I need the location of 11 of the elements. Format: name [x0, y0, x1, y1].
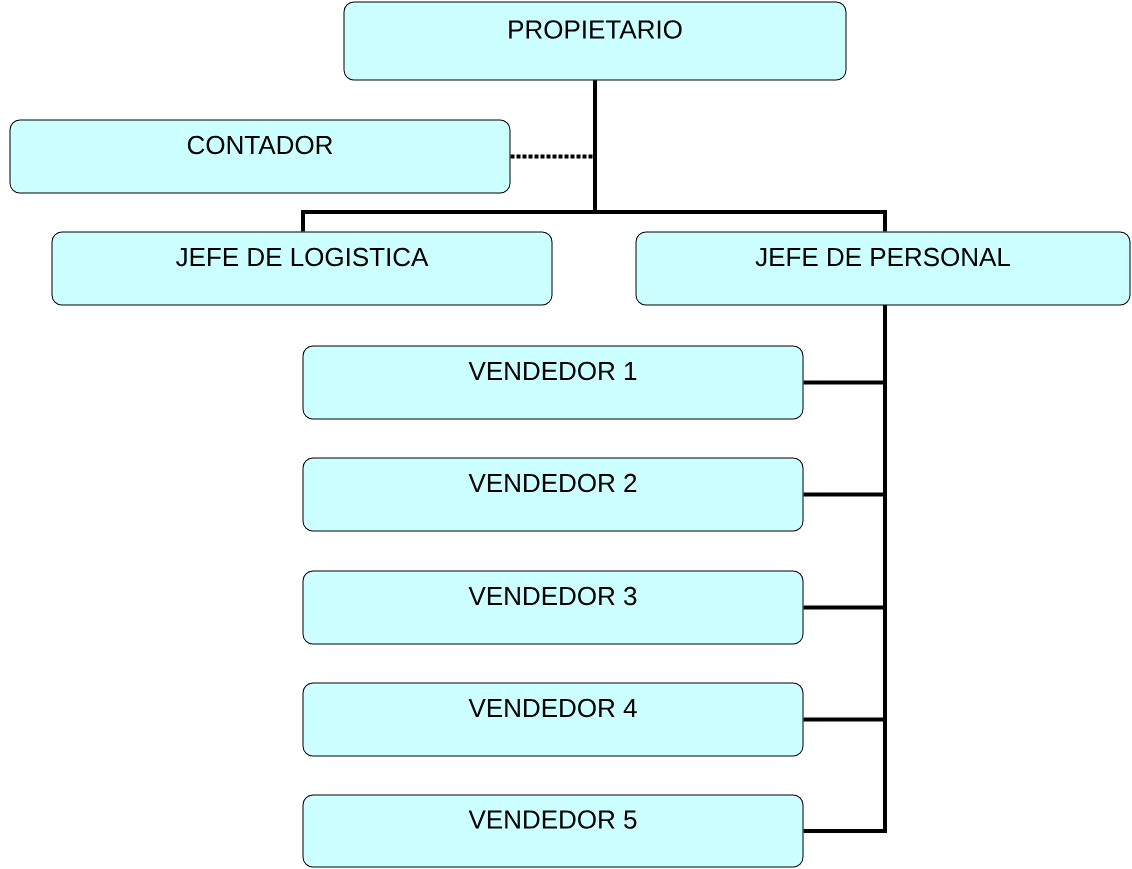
org-box: VENDEDOR 4 — [302, 682, 804, 757]
connector-line — [803, 305, 887, 833]
connector-line — [593, 80, 887, 232]
org-box: VENDEDOR 3 — [302, 570, 804, 645]
org-box: PROPIETARIO — [343, 1, 847, 81]
org-box: VENDEDOR 5 — [302, 794, 804, 868]
org-box: VENDEDOR 1 — [302, 345, 804, 420]
org-box: VENDEDOR 2 — [302, 457, 804, 532]
org-box: CONTADOR — [9, 119, 511, 194]
org-box: JEFE DE LOGISTICA — [51, 231, 553, 306]
org-box: JEFE DE PERSONAL — [635, 231, 1131, 306]
